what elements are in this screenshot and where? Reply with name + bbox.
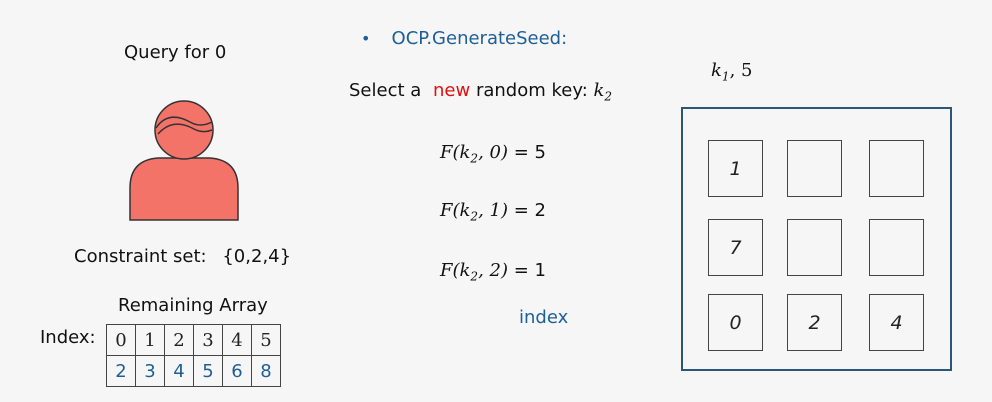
equation-sub: 2 xyxy=(470,269,479,284)
table-cell: 2 xyxy=(787,294,842,351)
select-suffix: random key: xyxy=(475,80,588,101)
equation-sub: 2 xyxy=(470,151,479,166)
equation-rhs: = 2 xyxy=(513,200,546,221)
index-cell: 2 xyxy=(164,324,194,356)
constraint-label: Constraint set: {0,2,4} xyxy=(74,246,291,267)
query-label: Query for 0 xyxy=(124,42,227,63)
equation-row: F(k2, 0) = 5 xyxy=(440,142,546,166)
value-cell: 5 xyxy=(193,355,223,387)
select-prefix: Select a xyxy=(349,80,422,101)
constraint-set: {0,2,4} xyxy=(222,246,292,267)
equation-sub: 2 xyxy=(470,209,479,224)
value-cell: 3 xyxy=(135,355,165,387)
select-new-word: new xyxy=(433,80,471,101)
index-cell: 4 xyxy=(222,324,252,356)
table-cell: 7 xyxy=(708,219,763,276)
select-key-letter: k xyxy=(593,80,605,101)
remaining-array-table: 0 1 2 3 4 5 2 3 4 5 6 8 xyxy=(106,324,281,387)
index-cell: 0 xyxy=(106,324,136,356)
key-rest: , 5 xyxy=(729,60,753,81)
key-label: k1, 5 xyxy=(711,60,752,84)
value-cell: 4 xyxy=(164,355,194,387)
table-cell xyxy=(869,140,924,197)
table-cell: 4 xyxy=(869,294,924,351)
index-word: index xyxy=(519,307,569,328)
index-label: Index: xyxy=(40,327,96,348)
value-cell: 8 xyxy=(251,355,281,387)
remaining-array-title: Remaining Array xyxy=(118,295,268,316)
bullet-icon: • xyxy=(361,29,371,48)
index-cell: 5 xyxy=(251,324,281,356)
select-key-line: Select a new random key: k2 xyxy=(349,80,612,104)
table-cell: 1 xyxy=(708,140,763,197)
table-cell xyxy=(787,140,842,197)
section-heading: • OCP.GenerateSeed: xyxy=(361,28,567,49)
equation-fn: F(k xyxy=(440,142,471,163)
constraint-label-text: Constraint set: xyxy=(74,246,207,267)
table-cell: 0 xyxy=(708,294,763,351)
key-sub: 1 xyxy=(721,69,730,84)
value-cell: 2 xyxy=(106,355,136,387)
value-cell: 6 xyxy=(222,355,252,387)
table-cell xyxy=(787,219,842,276)
select-key-var: k2 xyxy=(593,80,613,104)
cuckoo-table-frame: 1 7 0 2 4 xyxy=(681,107,952,371)
equation-rhs: = 5 xyxy=(513,142,546,163)
equation-row: F(k2, 1) = 2 xyxy=(440,200,546,224)
equation-row: F(k2, 2) = 1 xyxy=(440,260,546,284)
index-row: 0 1 2 3 4 5 xyxy=(106,324,281,356)
select-key-sub: 2 xyxy=(604,89,613,104)
ocp-generate-seed-title: OCP.GenerateSeed: xyxy=(391,28,568,49)
value-row: 2 3 4 5 6 8 xyxy=(106,355,281,387)
equation-rhs: = 1 xyxy=(513,260,546,281)
user-icon xyxy=(129,100,239,221)
equation-fn: F(k xyxy=(440,260,471,281)
key-var: k xyxy=(711,60,722,81)
table-cell xyxy=(869,219,924,276)
equation-fn: F(k xyxy=(440,200,471,221)
index-cell: 3 xyxy=(193,324,223,356)
index-cell: 1 xyxy=(135,324,165,356)
equation-arg: , 0) xyxy=(478,142,508,163)
equation-arg: , 1) xyxy=(478,200,508,221)
equation-arg: , 2) xyxy=(478,260,508,281)
